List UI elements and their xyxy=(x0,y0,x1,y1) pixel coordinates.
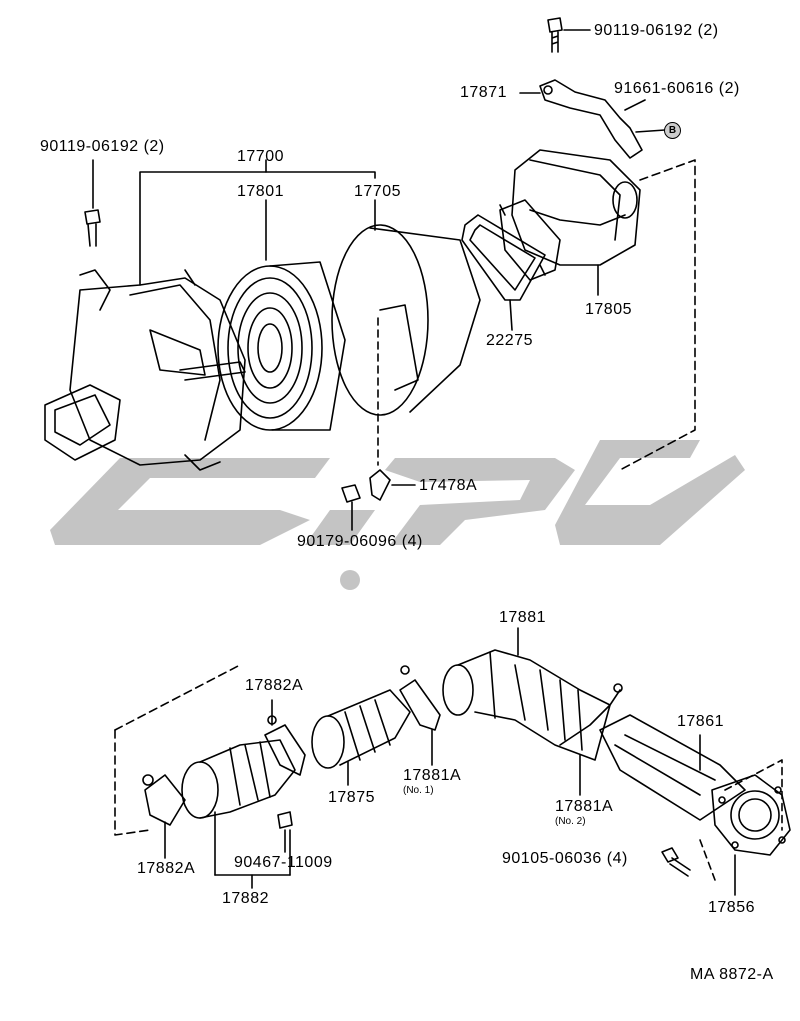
clamp-no1-icon xyxy=(399,665,441,766)
flange-icon xyxy=(499,199,561,281)
label-wing-nut: 17478A xyxy=(419,477,478,494)
label-bolt-left: 90119-06192 (2) xyxy=(40,138,165,155)
label-pipe-17861: 17861 xyxy=(677,713,724,730)
label-resonator: 17805 xyxy=(585,301,632,318)
nut-icon xyxy=(341,484,361,531)
pipe-17861-icon xyxy=(599,714,746,821)
hose-17882-icon xyxy=(181,739,296,889)
watermark-logo xyxy=(50,440,745,590)
label-hose-17882: 17882 xyxy=(222,890,269,907)
bolt-top-icon xyxy=(547,17,591,53)
label-clamp-17881a-no2: 17881A xyxy=(555,798,614,815)
label-clamp-17881a-no1: 17881A xyxy=(403,767,462,784)
label-gasket-17856: 17856 xyxy=(708,899,755,916)
label-screw: 90467-11009 xyxy=(234,854,333,871)
label-cleaner-assy: 17700 xyxy=(237,148,284,165)
filter-element-icon xyxy=(217,261,346,431)
label-hose-17875: 17875 xyxy=(328,789,375,806)
clamp-left-icon xyxy=(142,774,186,859)
label-clamp-17881a-no1-sub: (No. 1) xyxy=(403,785,434,796)
label-clamp-17882a-top: 17882A xyxy=(245,677,304,694)
bolt-left-icon xyxy=(84,159,101,247)
label-nut: 90179-06096 (4) xyxy=(297,533,423,550)
wing-nut-icon xyxy=(369,469,416,501)
label-clamp-17882a-bottom: 17882A xyxy=(137,860,196,877)
label-bolt-top: 90119-06192 (2) xyxy=(594,22,719,39)
label-pipe-17881: 17881 xyxy=(499,609,546,626)
gasket-17856-icon xyxy=(711,774,791,896)
pipe-17881-icon xyxy=(442,627,611,761)
label-diagram-code: MA 8872-A xyxy=(690,966,774,983)
label-bracket-bolt: 91661-60616 (2) xyxy=(614,80,740,97)
resonator-icon xyxy=(511,149,641,296)
ref-badge-b: B xyxy=(664,122,681,139)
label-element: 17801 xyxy=(237,183,284,200)
bracket-icon xyxy=(519,79,646,159)
cleaner-cap-icon xyxy=(331,224,481,416)
label-gasket: 22275 xyxy=(486,332,533,349)
label-cap: 17705 xyxy=(354,183,401,200)
air-cleaner-case-icon xyxy=(44,269,246,471)
screw-icon xyxy=(277,811,293,853)
clamp-top-icon xyxy=(264,699,306,776)
label-bracket: 17871 xyxy=(460,84,507,101)
label-clamp-17881a-no2-sub: (No. 2) xyxy=(555,816,586,827)
bolt-bottom-icon xyxy=(661,847,691,877)
hose-17875-icon xyxy=(311,689,411,786)
clamp-no2-icon xyxy=(559,683,623,796)
label-bolt-bottom: 90105-06036 (4) xyxy=(502,850,628,867)
